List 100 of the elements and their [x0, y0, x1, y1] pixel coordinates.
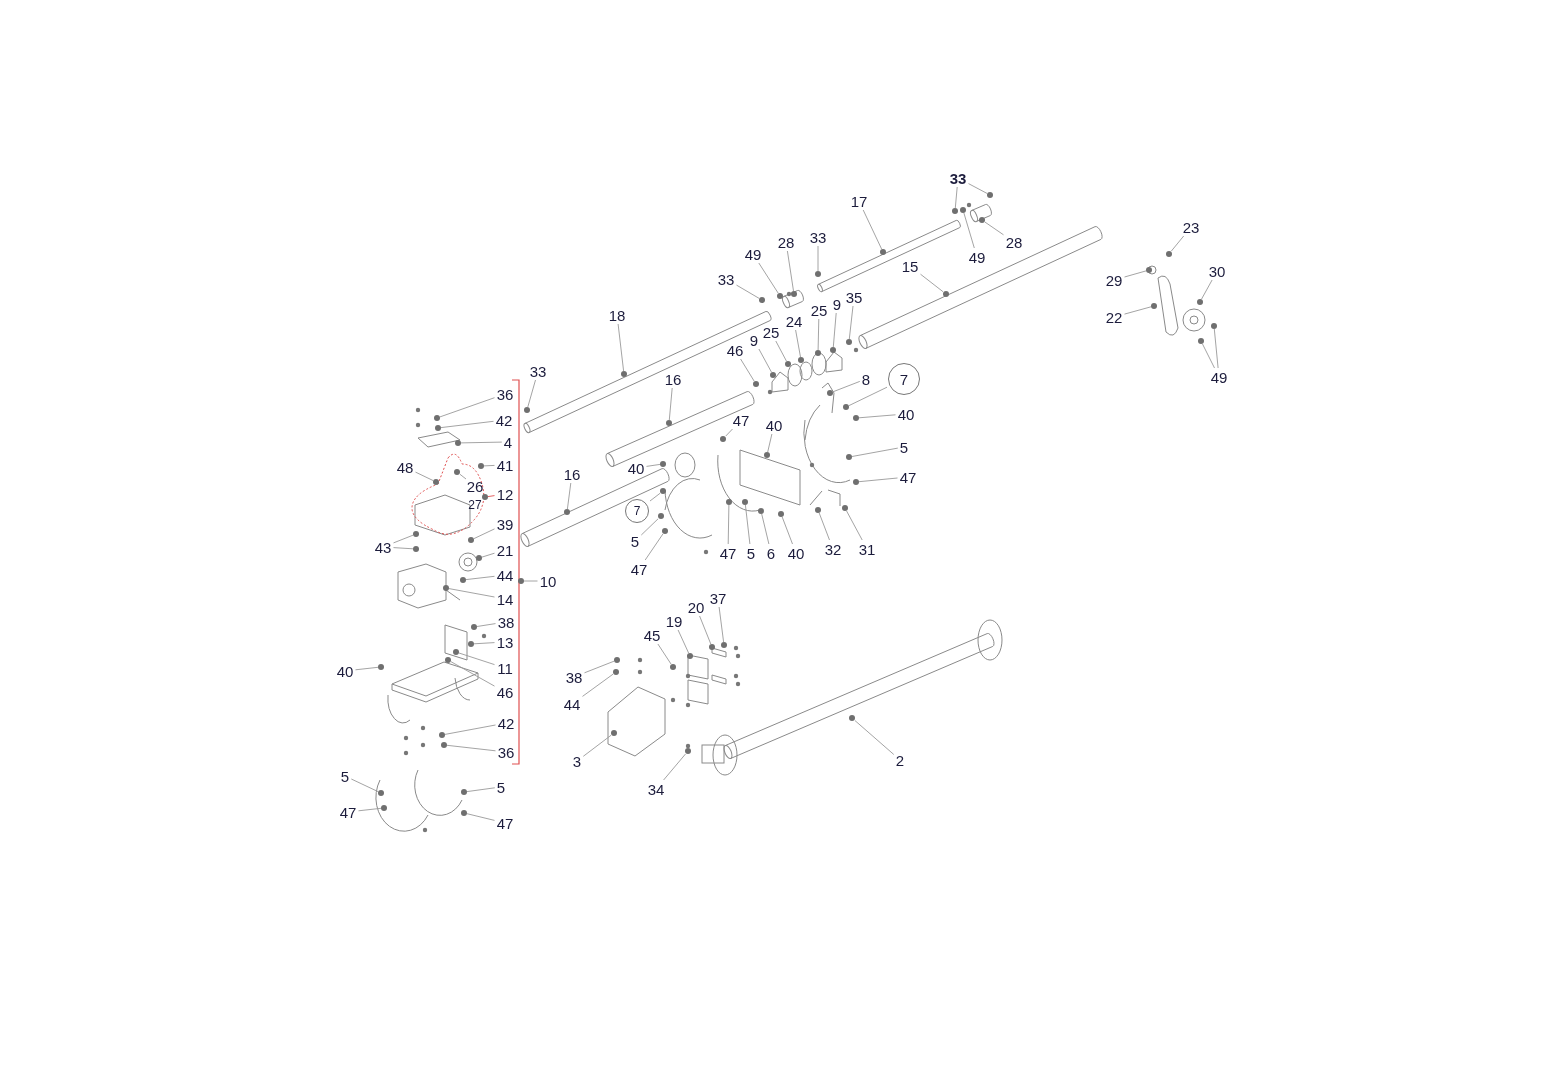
leader-line: [1124, 306, 1152, 315]
leader-line: [439, 397, 495, 418]
callout-number: 11: [497, 660, 513, 676]
fastener-dot: [413, 546, 419, 552]
leader-line: [725, 428, 733, 437]
callout-number: 47: [630, 561, 648, 577]
fastener-dot: [880, 249, 886, 255]
callout-number: 5: [630, 533, 640, 549]
callout-number: 26: [466, 478, 484, 494]
fastener-dot: [798, 357, 804, 363]
leader-line: [862, 209, 883, 250]
leader-line: [465, 575, 495, 581]
callout-number: 3: [572, 753, 582, 769]
fastener-dot: [666, 420, 672, 426]
callout-number: 10: [539, 573, 557, 589]
leader-line: [466, 813, 495, 821]
leader-line: [758, 348, 772, 373]
leader-line: [466, 787, 496, 793]
fastener-dot: [853, 479, 859, 485]
callout-number: 9: [749, 332, 759, 348]
leader-line: [795, 329, 801, 358]
fastener-dot: [468, 641, 474, 647]
fastener-dot: [471, 624, 477, 630]
fastener-dot: [815, 350, 821, 356]
callout-number: 16: [664, 371, 682, 387]
fastener-dot: [759, 297, 765, 303]
callout-number: 12: [496, 486, 514, 502]
fastener-dot: [1151, 303, 1157, 309]
callout-number: 2: [895, 752, 905, 768]
callout-number: 44: [563, 696, 581, 712]
leader-line: [473, 642, 495, 645]
fastener-dot: [846, 339, 852, 345]
leader-line: [858, 477, 898, 483]
callout-number: 38: [565, 669, 583, 685]
leader-line: [761, 513, 770, 545]
leader-line: [450, 661, 495, 687]
fastener-dot: [853, 415, 859, 421]
callout-number: 30: [1208, 263, 1226, 279]
fastener-dot: [613, 669, 619, 675]
fastener-dot: [670, 664, 676, 670]
fastener-dot: [378, 790, 384, 796]
leader-line: [527, 379, 536, 408]
leader-line: [699, 615, 712, 645]
callout-number: 25: [810, 302, 828, 318]
callout-number: 43: [374, 539, 392, 555]
callout-number: 48: [396, 459, 414, 475]
fastener-dot: [614, 657, 620, 663]
leader-line: [984, 221, 1004, 236]
callout-number: 13: [496, 634, 514, 650]
callout-number: 33: [717, 271, 735, 287]
fastener-dot: [611, 730, 617, 736]
leader-line: [767, 433, 773, 453]
callout-number: 7: [888, 363, 920, 395]
fastener-dot: [468, 537, 474, 543]
fastener-dot: [524, 407, 530, 413]
callout-number: 33: [529, 363, 547, 379]
leader-line: [817, 318, 820, 351]
callout-number: 16: [563, 466, 581, 482]
leader-line: [758, 262, 779, 294]
fastener-dot: [445, 657, 451, 663]
callout-number: 9: [832, 296, 842, 312]
fastener-dot: [621, 371, 627, 377]
leader-line: [582, 734, 612, 757]
fastener-dot: [721, 642, 727, 648]
leader-line: [350, 778, 379, 793]
callout-number: 36: [497, 744, 515, 760]
callout-number: 44: [496, 567, 514, 583]
leader-line: [355, 666, 379, 671]
leader-line: [1170, 235, 1185, 252]
leader-line: [459, 473, 467, 480]
leader-line: [954, 186, 958, 209]
leader-line: [718, 606, 725, 643]
callout-number: 8: [861, 371, 871, 387]
fastener-dot: [441, 742, 447, 748]
fastener-dot: [460, 577, 466, 583]
leader-line: [460, 441, 503, 444]
callout-number: 4: [503, 434, 513, 450]
leader-line: [920, 273, 944, 293]
fastener-dot: [815, 507, 821, 513]
leader-line: [448, 588, 495, 598]
callout-number: 29: [1105, 272, 1123, 288]
leader-line: [458, 652, 495, 666]
leader-line: [473, 528, 495, 540]
fastener-dot: [742, 499, 748, 505]
leader-line: [832, 312, 837, 348]
fastener-dot: [478, 463, 484, 469]
callout-number: 5: [899, 439, 909, 455]
callout-number: 33: [949, 170, 967, 186]
fastener-dot: [1146, 267, 1152, 273]
fastener-dot: [979, 217, 985, 223]
leader-line: [415, 471, 434, 481]
leader-line: [851, 447, 899, 457]
leader-line: [677, 629, 690, 654]
callout-number: 47: [339, 804, 357, 820]
leader-line: [644, 533, 664, 561]
fastener-dot: [435, 425, 441, 431]
callout-number: 14: [496, 591, 514, 607]
callout-number: 47: [899, 469, 917, 485]
leader-line: [854, 720, 895, 755]
fastener-dot: [434, 415, 440, 421]
